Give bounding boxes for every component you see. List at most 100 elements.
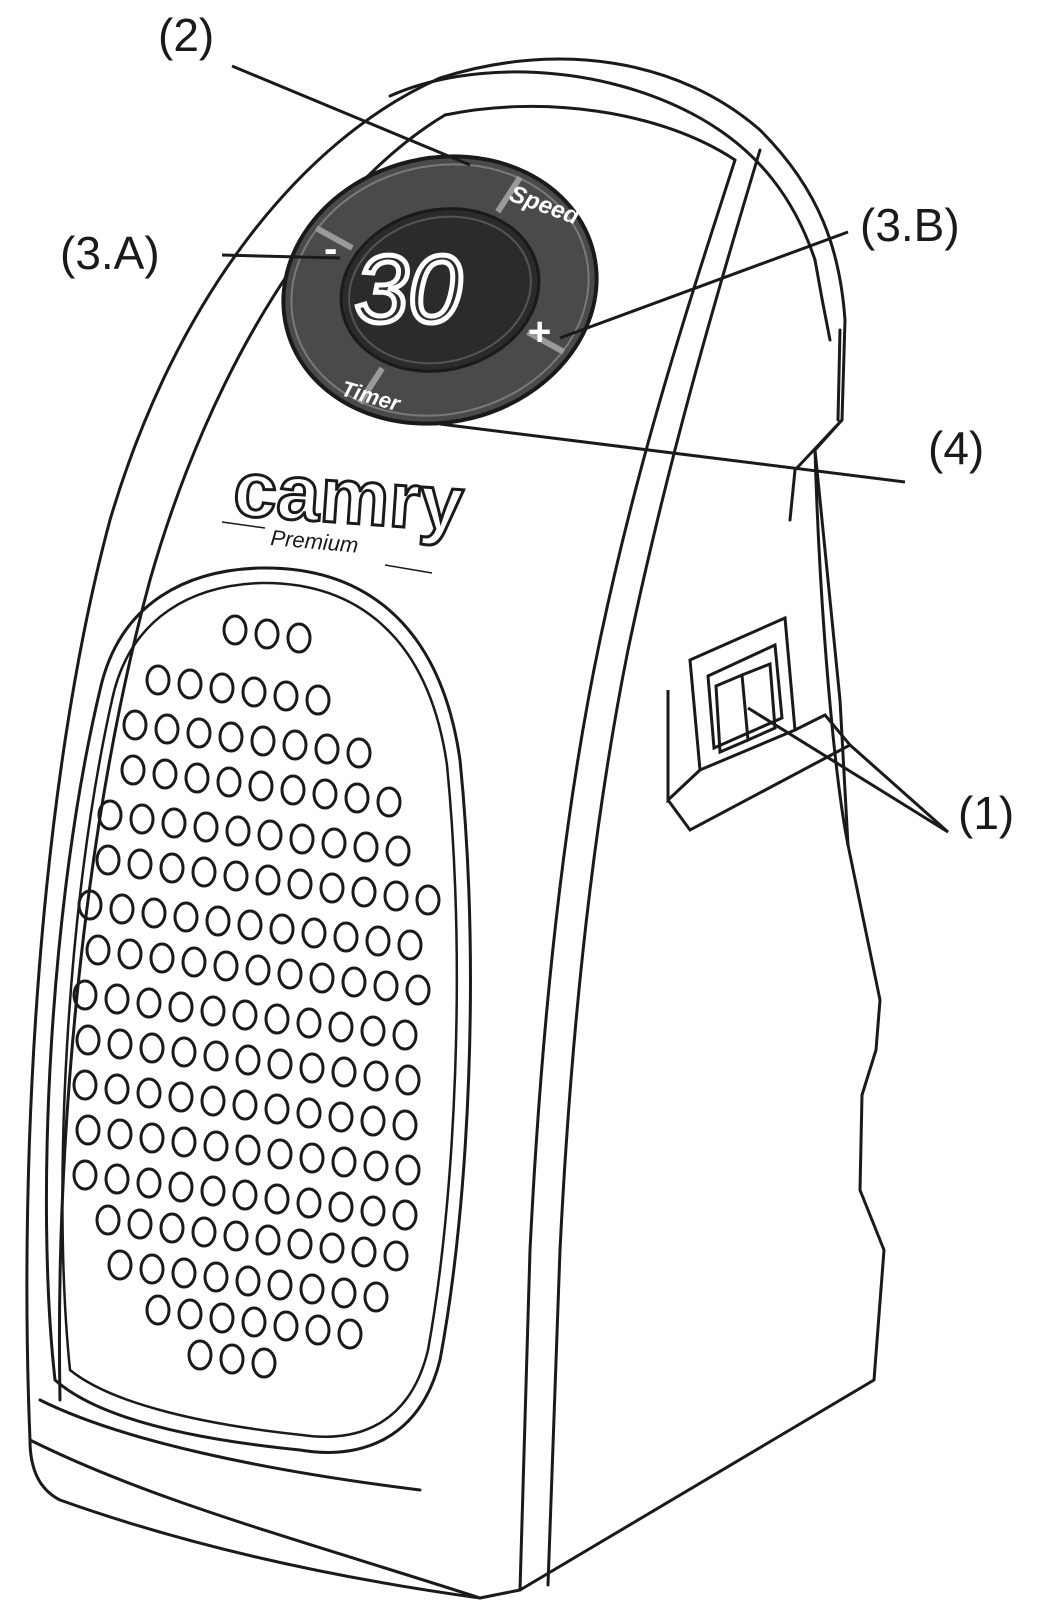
grille-hole (107, 1118, 133, 1150)
grille-hole (141, 897, 167, 929)
grille-hole (255, 1224, 281, 1256)
grille-hole (365, 925, 391, 957)
grille-hole (184, 762, 210, 794)
grille-hole (120, 754, 146, 786)
grille-hole (191, 856, 217, 888)
grille-hole (383, 1240, 409, 1272)
grille-hole (353, 831, 379, 863)
grille-hole (251, 1347, 277, 1379)
grille-hole (181, 946, 207, 978)
grille-hole (139, 1253, 165, 1285)
grille-hole (299, 1142, 325, 1174)
grille-hole (72, 1159, 98, 1191)
grille-hole (328, 1101, 354, 1133)
grille-hole (187, 1339, 213, 1371)
grille-hole (235, 1044, 261, 1076)
grille-hole (314, 733, 340, 765)
grille-hole (171, 1126, 197, 1158)
grille-hole (213, 950, 239, 982)
grille-hole (97, 799, 123, 831)
grille-hole (405, 974, 431, 1006)
grille-hole (319, 872, 345, 904)
grille-hole (216, 766, 242, 798)
grille-hole (395, 1154, 421, 1186)
grille-hole (104, 983, 130, 1015)
grille-hole (127, 1208, 153, 1240)
leader-4 (439, 422, 906, 484)
grille-hole (152, 758, 178, 790)
grille-hole (218, 721, 244, 753)
grille-hole (373, 970, 399, 1002)
grille-hole (273, 680, 299, 712)
front-grille (44, 566, 472, 1454)
callout-2: (2) (158, 9, 215, 61)
grille-hole (95, 844, 121, 876)
grille-hole (127, 848, 153, 880)
grille-hole (75, 1024, 101, 1056)
grille-hole (392, 1199, 418, 1231)
grille-hole (136, 1077, 162, 1109)
grille-hole (312, 778, 338, 810)
grille-hole (225, 815, 251, 847)
grille-hole (257, 819, 283, 851)
grille-hole (205, 905, 231, 937)
leader-lines (221, 64, 949, 834)
grille-hole (149, 942, 175, 974)
grille-hole (129, 803, 155, 835)
grille-hole (351, 1236, 377, 1268)
grille-hole (415, 884, 441, 916)
grille-hole (136, 987, 162, 1019)
grille-hole (267, 1269, 293, 1301)
grille-hole (145, 1294, 171, 1326)
grille-hole (363, 1150, 389, 1182)
grille-hole (177, 668, 203, 700)
brand-logo: camry Premium (221, 443, 468, 574)
grille-hole (299, 1273, 325, 1305)
grille-hole (360, 1195, 386, 1227)
grille-hole (328, 1191, 354, 1223)
grille-hole (203, 1130, 229, 1162)
grille-hole (321, 827, 347, 859)
brand-name: camry (231, 444, 466, 548)
grille-hole (280, 774, 306, 806)
grille-hole (193, 811, 219, 843)
grille-hole (309, 962, 335, 994)
grille-hole (286, 622, 312, 654)
grille-hole (273, 1310, 299, 1342)
grille-hole (337, 1318, 363, 1350)
plus-button-label[interactable]: + (528, 310, 551, 354)
grille-hole (241, 676, 267, 708)
grille-hole (136, 1167, 162, 1199)
grille-hole (287, 868, 313, 900)
grille-hole (296, 1187, 322, 1219)
grille-hole (331, 1056, 357, 1088)
minus-button-label[interactable]: - (324, 227, 337, 271)
grille-hole (289, 823, 315, 855)
grille-hole (305, 684, 331, 716)
grille-hole (341, 966, 367, 998)
leader-3a (221, 253, 341, 260)
grille-hole (363, 1281, 389, 1313)
grille-hole (331, 1277, 357, 1309)
grille-hole (395, 1064, 421, 1096)
grille-hole (376, 786, 402, 818)
grille-hole (344, 782, 370, 814)
grille-hole (104, 1163, 130, 1195)
grille-hole (72, 1069, 98, 1101)
grille-hole (171, 1036, 197, 1068)
grille-hole (333, 921, 359, 953)
grille-hole (241, 1306, 267, 1338)
grille-hole (296, 1007, 322, 1039)
grille-hole (75, 1114, 101, 1146)
grille-hole (168, 1171, 194, 1203)
grille-hole (237, 909, 263, 941)
power-switch[interactable] (666, 615, 853, 832)
grille-hole (267, 1048, 293, 1080)
grille-hole (223, 860, 249, 892)
grille-hole (117, 938, 143, 970)
grille-hole (235, 1265, 261, 1297)
grille-hole (107, 1249, 133, 1281)
grille-hole (72, 979, 98, 1011)
